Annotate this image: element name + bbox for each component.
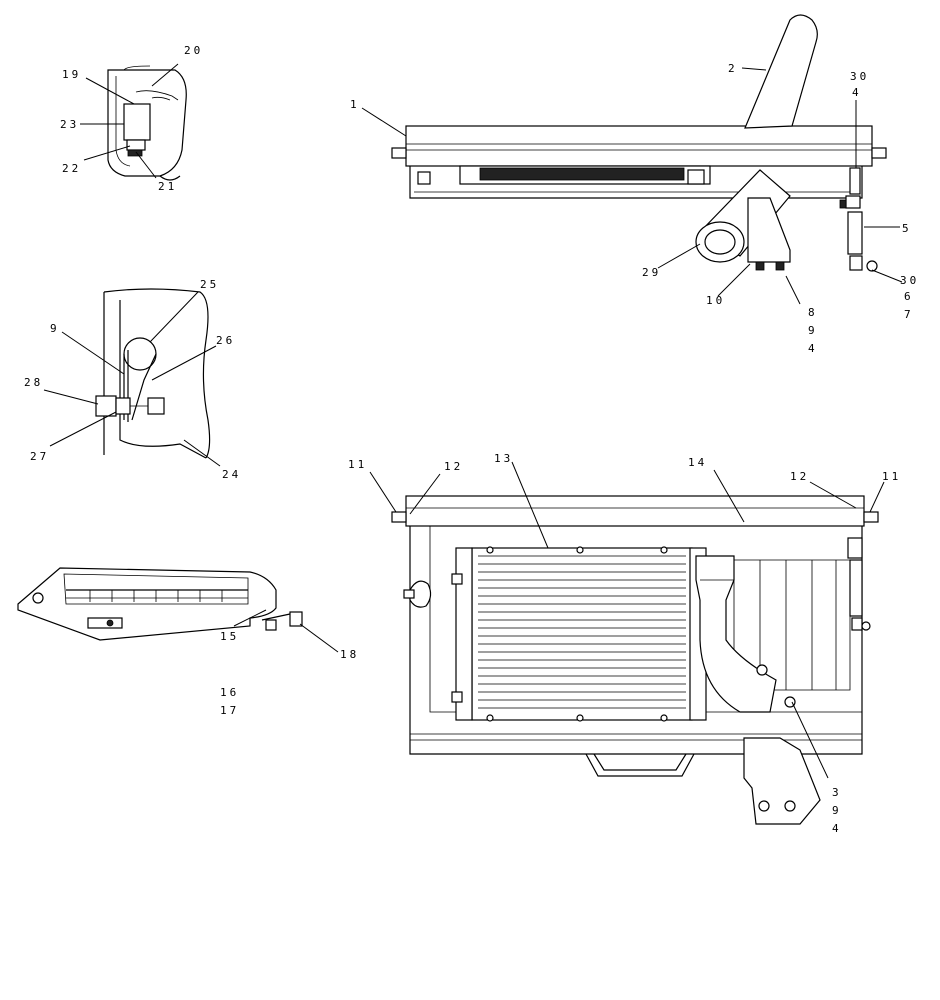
detail-side-channel	[17, 567, 303, 641]
callout-1: 1	[350, 98, 360, 111]
callout-11b: 11	[882, 470, 901, 483]
callout-19: 19	[62, 68, 81, 81]
callout-12b: 12	[790, 470, 809, 483]
callout-4a: 4	[852, 86, 862, 99]
callout-12a: 12	[444, 460, 463, 473]
top-view-assembly	[391, 14, 887, 272]
callout-labels: 1 2 30 4 5 30 6 7 29 10 8 9 4 20 19 23 2…	[24, 44, 919, 835]
callout-5: 5	[902, 222, 912, 235]
callout-23: 23	[60, 118, 79, 131]
callout-2: 2	[728, 62, 738, 75]
callout-18: 18	[340, 648, 359, 661]
callout-4b: 4	[808, 342, 818, 355]
callout-21: 21	[158, 180, 177, 193]
callout-8: 8	[808, 306, 818, 319]
callout-27: 27	[30, 450, 49, 463]
callout-25: 25	[200, 278, 219, 291]
callout-13: 13	[494, 452, 513, 465]
callout-16: 16	[220, 686, 239, 699]
callout-10: 10	[706, 294, 725, 307]
callout-22: 22	[62, 162, 81, 175]
callout-15: 15	[220, 630, 239, 643]
callout-30b: 30	[900, 274, 919, 287]
callout-17: 17	[220, 704, 239, 717]
detail-hose-clamp	[95, 288, 211, 459]
callout-4c: 4	[832, 822, 842, 835]
callout-9c: 9	[832, 804, 842, 817]
callout-7: 7	[904, 308, 914, 321]
callout-28: 28	[24, 376, 43, 389]
front-view-assembly	[391, 495, 879, 825]
callout-29: 29	[642, 266, 661, 279]
callout-3: 3	[832, 786, 842, 799]
callout-30a: 30	[850, 70, 869, 83]
callout-9b: 9	[50, 322, 60, 335]
callout-26: 26	[216, 334, 235, 347]
callout-9a: 9	[808, 324, 818, 337]
callout-24: 24	[222, 468, 241, 481]
detail-clip-assembly	[107, 65, 187, 181]
callout-14: 14	[688, 456, 707, 469]
callout-11a: 11	[348, 458, 367, 471]
callout-6: 6	[904, 290, 914, 303]
callout-20: 20	[184, 44, 203, 57]
